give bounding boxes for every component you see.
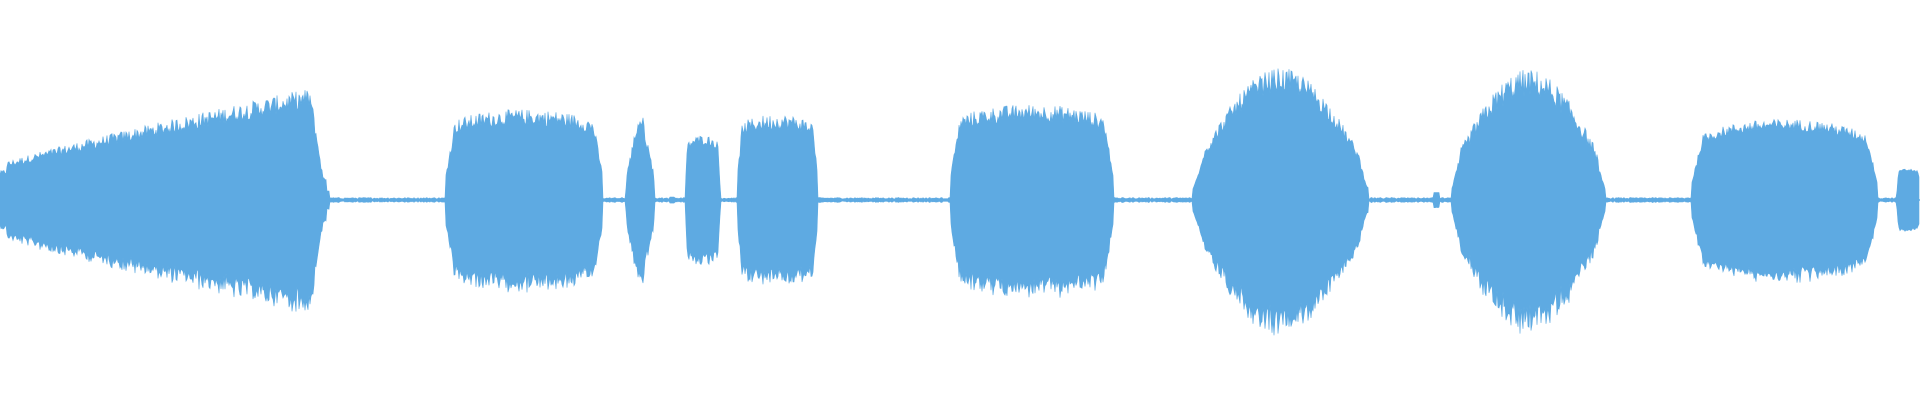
- waveform-envelope: [0, 68, 1920, 336]
